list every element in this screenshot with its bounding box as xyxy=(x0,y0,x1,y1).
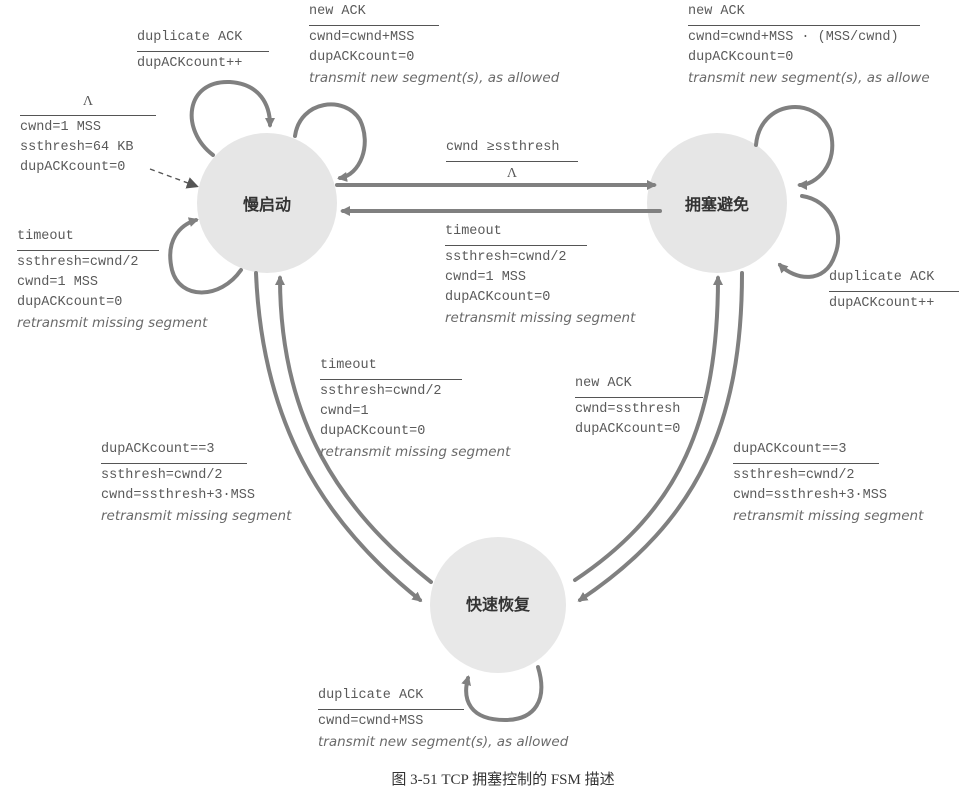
fr-to-ss-timeout-arrow xyxy=(275,275,433,584)
event-lambda: Λ xyxy=(82,94,94,109)
label-ss-timeout: timeout ssthresh=cwnd/2 cwnd=1 MSS dupAC… xyxy=(17,227,208,333)
action: cwnd=ssthresh+3·MSS xyxy=(733,488,887,503)
divider xyxy=(309,25,439,26)
state-label-congestion-avoidance: 拥塞避免 xyxy=(684,195,750,214)
action-italic: transmit new segment(s), as allowed xyxy=(309,70,560,86)
action: dupACKcount=0 xyxy=(688,50,794,65)
ca-new-ack-loop-arrow xyxy=(754,105,835,190)
action: cwnd=1 xyxy=(320,404,369,419)
initial-transition-arrow xyxy=(149,168,199,189)
label-ca-timeout: timeout ssthresh=cwnd/2 cwnd=1 MSS dupAC… xyxy=(445,222,636,328)
state-congestion-avoidance xyxy=(647,133,787,273)
action-lambda: Λ xyxy=(506,166,518,181)
divider xyxy=(17,250,159,251)
state-label-slow-start: 慢启动 xyxy=(242,195,292,214)
event: cwnd ≥ssthresh xyxy=(446,140,560,155)
action: dupACKcount=0 xyxy=(17,295,123,310)
label-fr-timeout: timeout ssthresh=cwnd/2 cwnd=1 dupACKcou… xyxy=(320,356,511,462)
ca-dup-ack-loop-arrow xyxy=(777,194,841,279)
action: ssthresh=cwnd/2 xyxy=(320,384,442,399)
divider xyxy=(137,51,269,52)
label-ss-dup-ack: duplicate ACK dupACKcount++ xyxy=(137,28,269,74)
label-fr-new-ack: new ACK cwnd=ssthresh dupACKcount=0 xyxy=(575,374,703,440)
state-label-fast-recovery: 快速恢复 xyxy=(465,595,531,614)
state-slow-start xyxy=(197,133,337,273)
event: duplicate ACK xyxy=(137,30,243,45)
fr-dup-ack-loop-arrow xyxy=(461,665,544,723)
action-italic: retransmit missing segment xyxy=(733,508,924,524)
action: dupACKcount=0 xyxy=(309,50,415,65)
ss-dup-ack-loop-arrow xyxy=(189,79,275,157)
figure-caption: 图 3-51 TCP 拥塞控制的 FSM 描述 xyxy=(391,772,615,788)
label-ss-to-ca: cwnd ≥ssthresh Λ xyxy=(446,138,578,184)
action: dupACKcount=0 xyxy=(445,290,551,305)
ss-new-ack-loop-arrow xyxy=(293,102,367,182)
divider xyxy=(829,291,959,292)
action: cwnd=cwnd+MSS · (MSS/cwnd) xyxy=(688,30,899,45)
event: duplicate ACK xyxy=(318,688,424,703)
action-italic: retransmit missing segment xyxy=(445,310,636,326)
label-ca-dup-ack: duplicate ACK dupACKcount++ xyxy=(829,268,959,314)
event: timeout xyxy=(17,229,74,244)
event: dupACKcount==3 xyxy=(101,442,215,457)
label-ca-new-ack: new ACK cwnd=cwnd+MSS · (MSS/cwnd) dupAC… xyxy=(688,2,930,88)
action: ssthresh=cwnd/2 xyxy=(101,468,223,483)
label-fr-dup-ack: duplicate ACK cwnd=cwnd+MSS transmit new… xyxy=(318,686,569,752)
divider xyxy=(318,709,464,710)
action: ssthresh=64 KB xyxy=(20,140,134,155)
event: new ACK xyxy=(309,4,366,19)
action: cwnd=cwnd+MSS xyxy=(318,714,424,729)
fr-to-ca-new-ack-arrow xyxy=(573,275,723,582)
divider xyxy=(688,25,920,26)
ss-to-fr-dup3-arrow xyxy=(254,271,423,602)
action-italic: transmit new segment(s), as allowed xyxy=(318,734,569,750)
action: dupACKcount++ xyxy=(137,56,243,71)
action-italic: retransmit missing segment xyxy=(101,508,292,524)
state-fast-recovery xyxy=(430,537,566,673)
action: ssthresh=cwnd/2 xyxy=(17,255,139,270)
label-ss-new-ack: new ACK cwnd=cwnd+MSS dupACKcount=0 tran… xyxy=(309,2,560,88)
action: cwnd=ssthresh+3·MSS xyxy=(101,488,255,503)
action-italic: transmit new segment(s), as allowe xyxy=(688,70,930,86)
action-italic: retransmit missing segment xyxy=(17,315,208,331)
divider xyxy=(101,463,247,464)
divider xyxy=(733,463,879,464)
action-italic: retransmit missing segment xyxy=(320,444,511,460)
action: cwnd=1 MSS xyxy=(445,270,527,285)
action: cwnd=ssthresh xyxy=(575,402,681,417)
event: timeout xyxy=(320,358,377,373)
label-initial: Λ cwnd=1 MSS ssthresh=64 KB dupACKcount=… xyxy=(20,92,156,178)
divider xyxy=(575,397,703,398)
action: dupACKcount++ xyxy=(829,296,935,311)
event: dupACKcount==3 xyxy=(733,442,847,457)
action: ssthresh=cwnd/2 xyxy=(445,250,567,265)
action: cwnd=1 MSS xyxy=(20,120,102,135)
ca-to-fr-dup3-arrow xyxy=(577,271,744,602)
label-ss-dup3: dupACKcount==3 ssthresh=cwnd/2 cwnd=ssth… xyxy=(101,440,292,526)
divider xyxy=(446,161,578,162)
action: cwnd=1 MSS xyxy=(17,275,99,290)
event: new ACK xyxy=(688,4,745,19)
action: dupACKcount=0 xyxy=(575,422,681,437)
divider xyxy=(320,379,462,380)
divider xyxy=(20,115,156,116)
label-ca-dup3: dupACKcount==3 ssthresh=cwnd/2 cwnd=ssth… xyxy=(733,440,924,526)
action: dupACKcount=0 xyxy=(20,160,126,175)
action: cwnd=cwnd+MSS xyxy=(309,30,415,45)
event: timeout xyxy=(445,224,502,239)
action: dupACKcount=0 xyxy=(320,424,426,439)
event: new ACK xyxy=(575,376,632,391)
ss-timeout-loop-arrow xyxy=(168,217,243,295)
divider xyxy=(445,245,587,246)
action: ssthresh=cwnd/2 xyxy=(733,468,855,483)
event: duplicate ACK xyxy=(829,270,935,285)
